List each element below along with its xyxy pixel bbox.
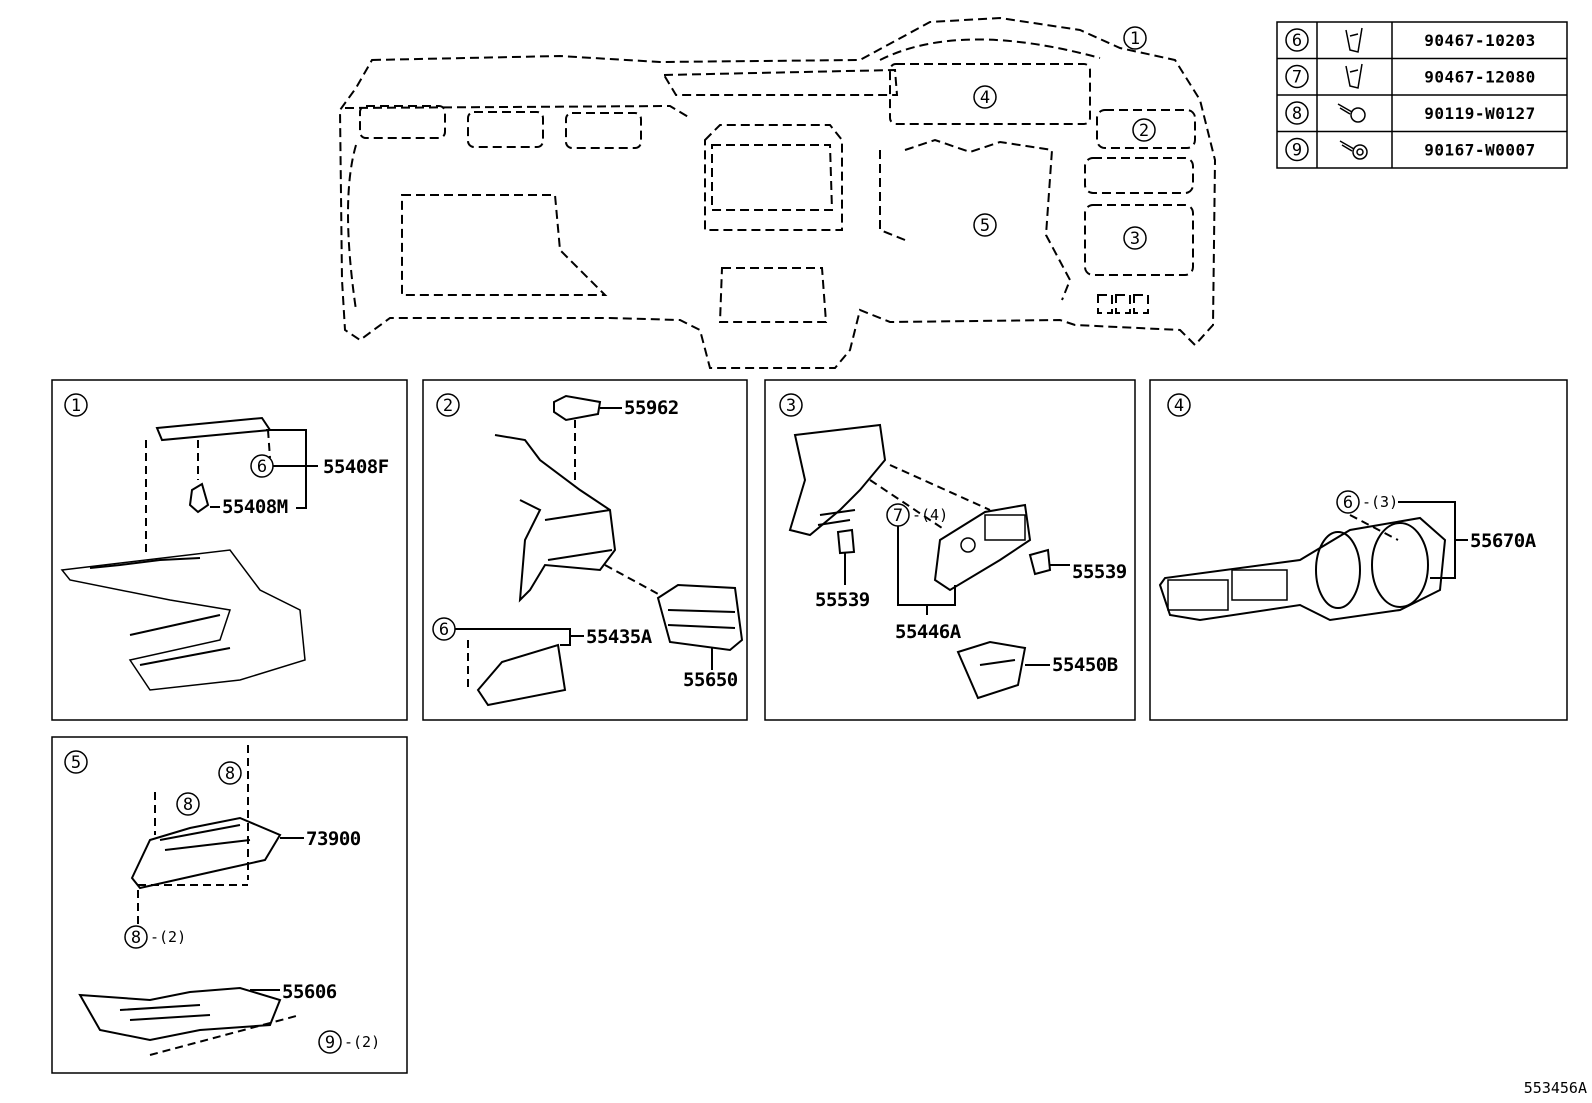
svg-text:4: 4 bbox=[980, 88, 990, 108]
svg-text:8: 8 bbox=[1292, 104, 1302, 124]
svg-text:55539: 55539 bbox=[815, 589, 870, 611]
screw-icon bbox=[1337, 103, 1366, 123]
detail-panel-5: 5 8 8 73900 8 -(2) 55606 9 -(2) bbox=[51, 736, 408, 1074]
svg-text:55450B: 55450B bbox=[1052, 654, 1118, 676]
svg-text:6: 6 bbox=[257, 457, 267, 477]
svg-text:55446A: 55446A bbox=[895, 621, 962, 643]
table-row: 9 90167-W0007 bbox=[1285, 137, 1535, 162]
svg-text:3: 3 bbox=[1130, 229, 1140, 249]
svg-text:2: 2 bbox=[443, 396, 453, 416]
svg-text:55962: 55962 bbox=[624, 397, 679, 419]
diagram-code: 553456A bbox=[1524, 1079, 1587, 1097]
svg-text:9: 9 bbox=[1292, 141, 1302, 161]
overview-callout-4: 4 bbox=[973, 85, 997, 109]
svg-text:7: 7 bbox=[1292, 68, 1302, 88]
svg-text:55435A: 55435A bbox=[586, 626, 653, 648]
overview-callout-1: 1 bbox=[1123, 26, 1147, 50]
svg-text:8: 8 bbox=[225, 764, 235, 784]
svg-text:55670A: 55670A bbox=[1470, 530, 1537, 552]
svg-text:55408F: 55408F bbox=[323, 456, 389, 478]
table-row: 7 90467-12080 bbox=[1285, 63, 1535, 89]
overview-callout-3: 3 bbox=[1123, 226, 1147, 250]
detail-panel-1: 1 6 55408F 55408M bbox=[51, 379, 408, 721]
fastener-table: 6 90467-10203 7 90467-12080 8 90119-W012… bbox=[1276, 21, 1568, 169]
dashboard-overview bbox=[338, 16, 1217, 369]
svg-text:73900: 73900 bbox=[306, 828, 361, 850]
svg-text:8: 8 bbox=[183, 795, 193, 815]
svg-text:90467-12080: 90467-12080 bbox=[1424, 68, 1535, 87]
clip-icon bbox=[1345, 63, 1363, 89]
svg-text:9: 9 bbox=[325, 1033, 335, 1053]
svg-text:55408M: 55408M bbox=[222, 496, 288, 518]
svg-text:-(2): -(2) bbox=[344, 1033, 380, 1051]
detail-panel-2: 2 55962 55650 6 55435A bbox=[422, 379, 748, 721]
svg-text:55539: 55539 bbox=[1072, 561, 1127, 583]
table-row: 8 90119-W0127 bbox=[1285, 101, 1535, 125]
svg-text:6: 6 bbox=[1343, 493, 1353, 513]
svg-text:55606: 55606 bbox=[282, 981, 337, 1003]
detail-panel-4: 4 6 -(3) 55670A bbox=[1149, 379, 1568, 721]
detail-panel-3: 3 55539 55539 7 -(4) 55446A 55450B bbox=[764, 379, 1136, 721]
svg-text:6: 6 bbox=[439, 620, 449, 640]
svg-text:-(3): -(3) bbox=[1362, 493, 1398, 511]
clip-icon bbox=[1345, 27, 1363, 53]
svg-text:3: 3 bbox=[786, 396, 796, 416]
svg-text:5: 5 bbox=[980, 216, 990, 236]
svg-text:2: 2 bbox=[1139, 121, 1149, 141]
overview-callout-5: 5 bbox=[973, 213, 997, 237]
svg-text:8: 8 bbox=[131, 928, 141, 948]
svg-text:5: 5 bbox=[71, 753, 81, 773]
svg-text:-(4): -(4) bbox=[912, 506, 948, 524]
svg-text:7: 7 bbox=[893, 506, 903, 526]
svg-text:4: 4 bbox=[1174, 396, 1184, 416]
overview-callout-2: 2 bbox=[1132, 118, 1156, 142]
svg-text:-(2): -(2) bbox=[150, 928, 186, 946]
bolt-icon bbox=[1339, 140, 1368, 160]
svg-text:90467-10203: 90467-10203 bbox=[1424, 31, 1535, 50]
svg-text:90119-W0127: 90119-W0127 bbox=[1424, 104, 1535, 123]
table-row: 6 90467-10203 bbox=[1285, 27, 1535, 53]
svg-text:55650: 55650 bbox=[683, 669, 738, 691]
svg-text:6: 6 bbox=[1292, 31, 1302, 51]
svg-text:1: 1 bbox=[71, 396, 81, 416]
svg-text:90167-W0007: 90167-W0007 bbox=[1424, 141, 1535, 160]
svg-text:1: 1 bbox=[1130, 29, 1140, 49]
